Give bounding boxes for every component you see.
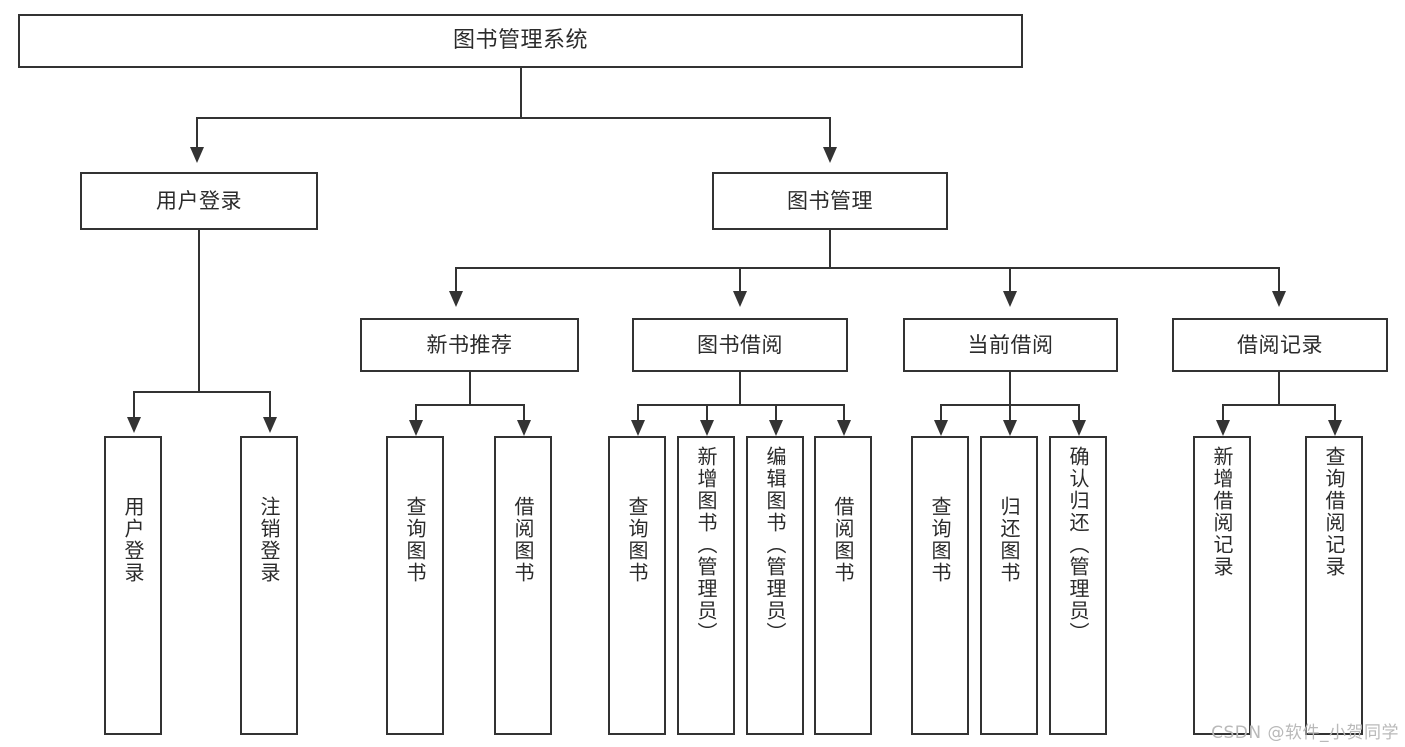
arrowhead-bm-to-book-borrow	[733, 291, 747, 307]
leaf-query-record[interactable]: 查询借阅记录	[1305, 436, 1363, 735]
leaf-borrow-book-1-label: 借阅图书	[511, 496, 535, 584]
connector-bb-bar	[637, 404, 844, 406]
node-borrow-record[interactable]: 借阅记录	[1172, 318, 1388, 372]
connector-cb-trunk	[1009, 372, 1011, 406]
arrowhead-root-to-book-management	[823, 147, 837, 163]
node-book-borrow-label: 图书借阅	[697, 332, 783, 357]
node-user-login-label: 用户登录	[156, 188, 242, 213]
leaf-query-book-3-label: 查询图书	[928, 496, 952, 584]
connector-root-to-user-login	[196, 117, 198, 149]
arrowhead-bb-leaf-2	[700, 420, 714, 436]
arrowhead-bm-to-current-borrow	[1003, 291, 1017, 307]
arrowhead-cb-leaf-1	[934, 420, 948, 436]
leaf-query-record-label: 查询借阅记录	[1322, 446, 1346, 578]
connector-bm-drop-4	[1278, 267, 1280, 293]
leaf-add-book[interactable]: 新增图书（管理员）	[677, 436, 735, 735]
leaf-borrow-book-2-label: 借阅图书	[831, 496, 855, 584]
node-book-management[interactable]: 图书管理	[712, 172, 948, 230]
connector-br-drop-2	[1334, 404, 1336, 422]
leaf-query-book-1-label: 查询图书	[403, 496, 427, 584]
connector-bb-drop-2	[706, 404, 708, 422]
connector-cb-drop-1	[940, 404, 942, 422]
connector-nbr-drop-1	[415, 404, 417, 422]
arrowhead-root-to-user-login	[190, 147, 204, 163]
connector-cb-drop-2	[1009, 404, 1011, 422]
arrowhead-bb-leaf-3	[769, 420, 783, 436]
arrowhead-br-leaf-1	[1216, 420, 1230, 436]
arrowhead-user-login-leaf-1	[127, 417, 141, 433]
leaf-confirm-return-label: 确认归还（管理员）	[1066, 446, 1090, 644]
node-book-management-label: 图书管理	[787, 188, 873, 213]
connector-user-login-trunk	[198, 230, 200, 392]
connector-user-login-drop-2	[269, 391, 271, 419]
connector-root-trunk	[520, 68, 522, 118]
connector-user-login-drop-1	[133, 391, 135, 419]
leaf-user-login[interactable]: 用户登录	[104, 436, 162, 735]
connector-br-trunk	[1278, 372, 1280, 406]
leaf-edit-book[interactable]: 编辑图书（管理员）	[746, 436, 804, 735]
leaf-user-logout[interactable]: 注销登录	[240, 436, 298, 735]
node-current-borrow[interactable]: 当前借阅	[903, 318, 1118, 372]
arrowhead-bb-leaf-1	[631, 420, 645, 436]
leaf-add-record[interactable]: 新增借阅记录	[1193, 436, 1251, 735]
arrowhead-nbr-leaf-1	[409, 420, 423, 436]
node-root-label: 图书管理系统	[452, 28, 588, 54]
node-root[interactable]: 图书管理系统	[18, 14, 1023, 68]
arrowhead-bm-to-new-book-recommend	[449, 291, 463, 307]
connector-bm-drop-1	[455, 267, 457, 293]
leaf-user-login-label: 用户登录	[121, 496, 145, 584]
connector-br-bar	[1222, 404, 1336, 406]
connector-cb-drop-3	[1078, 404, 1080, 422]
leaf-borrow-book-1[interactable]: 借阅图书	[494, 436, 552, 735]
connector-bm-drop-2	[739, 267, 741, 293]
arrowhead-bb-leaf-4	[837, 420, 851, 436]
leaf-query-book-1[interactable]: 查询图书	[386, 436, 444, 735]
arrowhead-br-leaf-2	[1328, 420, 1342, 436]
connector-bm-drop-3	[1009, 267, 1011, 293]
connector-nbr-trunk	[469, 372, 471, 406]
leaf-borrow-book-2[interactable]: 借阅图书	[814, 436, 872, 735]
leaf-return-book-label: 归还图书	[997, 496, 1021, 584]
connector-bb-trunk	[739, 372, 741, 406]
connector-book-management-bar	[455, 267, 1279, 269]
arrowhead-bm-to-borrow-record	[1272, 291, 1286, 307]
arrowhead-cb-leaf-2	[1003, 420, 1017, 436]
connector-bb-drop-3	[775, 404, 777, 422]
leaf-query-book-3[interactable]: 查询图书	[911, 436, 969, 735]
arrowhead-nbr-leaf-2	[517, 420, 531, 436]
connector-br-drop-1	[1222, 404, 1224, 422]
connector-root-bar	[196, 117, 831, 119]
leaf-edit-book-label: 编辑图书（管理员）	[763, 446, 787, 644]
csdn-watermark: CSDN @软件_小贺同学	[1211, 723, 1399, 743]
leaf-add-book-label: 新增图书（管理员）	[694, 446, 718, 644]
connector-root-to-book-management	[829, 117, 831, 149]
node-new-book-recommend-label: 新书推荐	[426, 332, 513, 357]
arrowhead-cb-leaf-3	[1072, 420, 1086, 436]
leaf-add-record-label: 新增借阅记录	[1210, 446, 1234, 578]
node-new-book-recommend[interactable]: 新书推荐	[360, 318, 579, 372]
connector-nbr-drop-2	[523, 404, 525, 422]
leaf-query-book-2[interactable]: 查询图书	[608, 436, 666, 735]
connector-nbr-bar	[415, 404, 525, 406]
connector-bb-drop-4	[843, 404, 845, 422]
leaf-confirm-return[interactable]: 确认归还（管理员）	[1049, 436, 1107, 735]
connector-user-login-bar	[133, 391, 270, 393]
node-book-borrow[interactable]: 图书借阅	[632, 318, 848, 372]
leaf-user-logout-label: 注销登录	[257, 496, 281, 584]
node-borrow-record-label: 借阅记录	[1237, 332, 1323, 357]
leaf-query-book-2-label: 查询图书	[625, 496, 649, 584]
node-current-borrow-label: 当前借阅	[967, 332, 1054, 357]
connector-bb-drop-1	[637, 404, 639, 422]
connector-book-management-trunk	[829, 230, 831, 268]
node-user-login[interactable]: 用户登录	[80, 172, 318, 230]
leaf-return-book[interactable]: 归还图书	[980, 436, 1038, 735]
arrowhead-user-login-leaf-2	[263, 417, 277, 433]
